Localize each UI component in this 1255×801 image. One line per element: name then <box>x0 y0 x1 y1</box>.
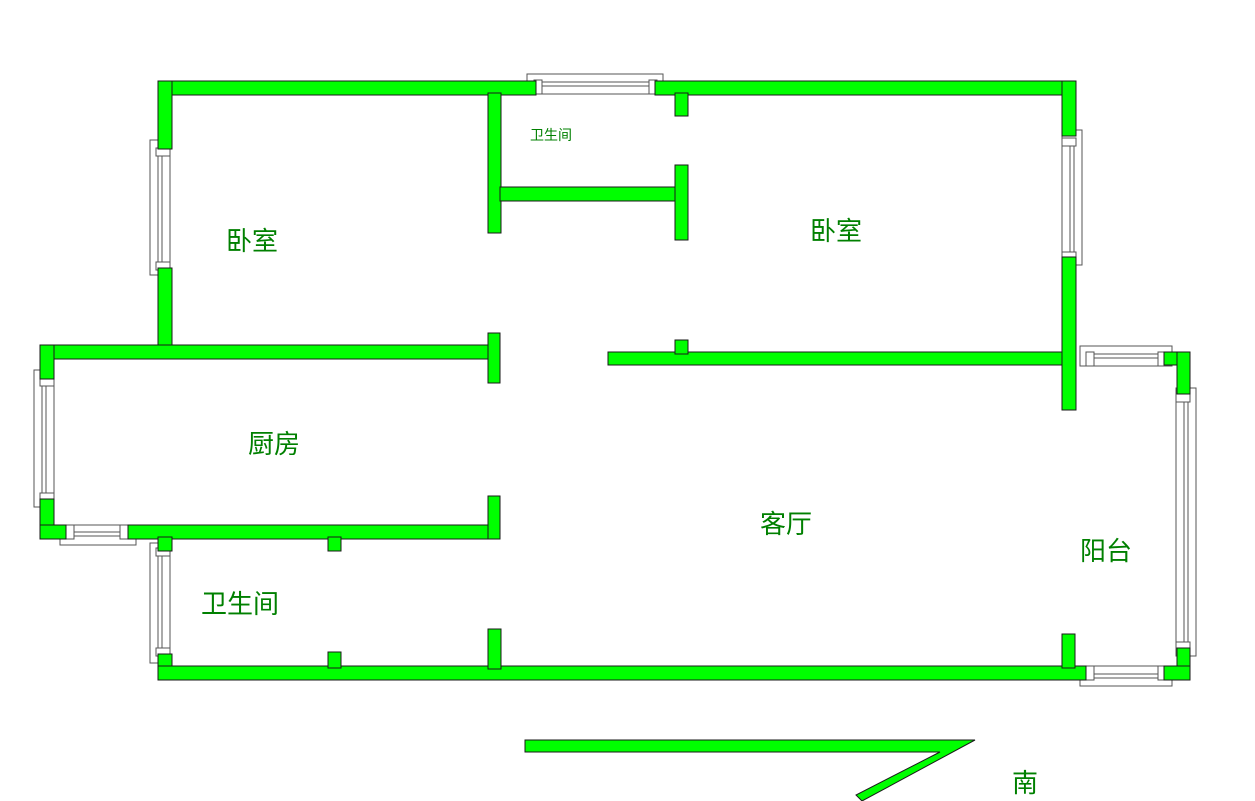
label-bedroom-left: 卧室 <box>226 227 278 257</box>
wall-topbath-left <box>487 92 502 234</box>
wall-top-left <box>157 80 537 96</box>
wall-right-upper-b <box>1061 256 1077 411</box>
wall-kitchen-top <box>39 344 501 360</box>
wall-bath-top-stub <box>327 536 342 552</box>
wall-topbath-bottom <box>499 186 683 202</box>
wall-top-right <box>654 80 1077 96</box>
walls <box>39 80 1191 681</box>
wall-kitchen-top-stub <box>487 332 501 384</box>
label-bedroom-right: 卧室 <box>810 217 862 247</box>
window-bedroom-left <box>149 139 171 276</box>
window-balcony-top <box>1079 345 1173 367</box>
wall-right-upper-a <box>1061 80 1077 137</box>
wall-left-upper-a <box>157 80 173 150</box>
wall-kitchen-bottom-b <box>127 524 501 540</box>
label-balcony: 阳台 <box>1080 537 1132 567</box>
wall-topbath-right-b <box>674 164 689 241</box>
wall-topbath-right-a <box>674 92 689 117</box>
label-kitchen: 厨房 <box>248 430 300 460</box>
window-bathroom <box>149 542 171 664</box>
window-balcony-bottom <box>1079 665 1173 687</box>
label-bathroom-top: 卫生间 <box>530 128 572 144</box>
south-arrow-icon <box>524 739 976 801</box>
window-top <box>526 73 664 95</box>
wall-balcony-right-a <box>1176 351 1191 395</box>
wall-bath-right <box>487 628 502 670</box>
window-balcony-right <box>1175 387 1197 657</box>
label-living-room: 客厅 <box>760 510 812 540</box>
wall-balcony-bottom-right <box>1163 665 1191 681</box>
wall-kitchen-left-a <box>39 344 55 380</box>
wall-bedroom-right-bottom-stub <box>674 339 689 355</box>
window-kitchen-bottom <box>59 524 137 546</box>
label-bathroom-bottom: 卫生间 <box>201 590 279 620</box>
compass-label: 南 <box>1012 769 1038 799</box>
room-labels: 卧室 卧室 卫生间 厨房 卫生间 客厅 阳台 <box>201 128 1132 620</box>
wall-kitchen-door-stub <box>487 495 501 540</box>
wall-kitchen-bottom-a <box>39 524 67 540</box>
wall-bottom-stub-a <box>327 651 342 669</box>
windows <box>33 73 1197 687</box>
window-bedroom-right <box>1061 129 1083 266</box>
wall-balcony-stub-bottom <box>1061 633 1076 669</box>
wall-bottom <box>157 665 1087 681</box>
wall-bath-left-a <box>157 536 173 552</box>
window-kitchen <box>33 369 55 508</box>
compass: 南 <box>524 739 1038 801</box>
